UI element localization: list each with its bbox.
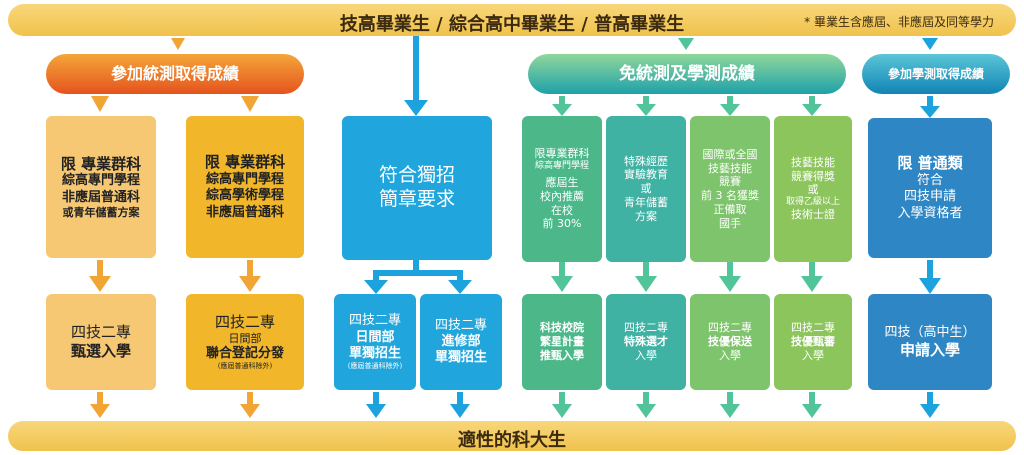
condition-5-line-3: 或 xyxy=(640,182,652,196)
top-banner-note: * 畢業生含應屆、非應屆及同等學力 xyxy=(804,15,994,29)
admission-6-line-1: 四技二專 xyxy=(708,321,752,335)
condition-box-7: 技藝技能 競賽得獎 或 取得乙級以上 技術士證 xyxy=(774,116,852,262)
condition-box-4: 限專業群科 綜高專門學程 應屆生 校內推薦 在校 前 30% xyxy=(522,116,602,262)
admission-8-line-2: 申請入學 xyxy=(899,340,960,359)
condition-box-3: 符合獨招 簡章要求 xyxy=(342,116,492,260)
header-exempt: 免統測及學測成績 xyxy=(528,54,846,94)
admission-3b-line-3: 單獨招生 xyxy=(434,350,487,366)
bottom-banner: 適性的科大生 xyxy=(8,421,1016,451)
admission-3b-line-2: 進修部 xyxy=(441,333,481,349)
condition-6-line-2: 技藝技能 xyxy=(708,161,752,175)
condition-8-line-2: 符合 xyxy=(916,173,943,188)
condition-3-line-2: 簡章要求 xyxy=(378,188,455,210)
condition-box-6: 國際或全國 技藝技能 競賽 前 3 名獲獎 正備取 國手 xyxy=(690,116,770,262)
condition-4-line-6: 前 30% xyxy=(542,217,582,231)
admission-box-2: 四技二專 日間部 聯合登記分發 (應屆普通科除外) xyxy=(186,294,304,390)
condition-6-line-4: 前 3 名獲獎 xyxy=(701,189,759,202)
condition-box-2: 限 專業群科 綜高專門學程 綜高學術學程 非應屆普通科 xyxy=(186,116,304,258)
condition-8-line-1: 限 普通類 xyxy=(897,154,963,173)
condition-6-line-1: 國際或全國 xyxy=(702,147,758,161)
admission-5-line-3: 入學 xyxy=(635,348,657,362)
condition-2-line-2: 綜高專門學程 xyxy=(205,172,284,187)
admission-box-5: 四技二專 特殊選才 入學 xyxy=(606,294,686,390)
admission-3a-line-1: 四技二專 xyxy=(348,313,401,329)
admission-8-line-1: 四技（高中生） xyxy=(884,324,976,340)
condition-7-line-3: 或 xyxy=(807,183,819,197)
condition-6-line-5: 正備取 xyxy=(713,202,747,216)
condition-4-line-4: 校內推薦 xyxy=(540,189,584,203)
condition-7-line-2: 競賽得獎 xyxy=(791,169,835,183)
admission-1-line-1: 四技二專 xyxy=(70,323,131,342)
orange-arrows xyxy=(89,38,261,418)
admission-4-line-1: 科技校院 xyxy=(540,321,584,335)
admission-5-line-1: 四技二專 xyxy=(624,321,668,335)
admission-box-3a: 四技二專 日間部 單獨招生 (應屆普通科除外) xyxy=(334,294,416,390)
condition-box-8: 限 普通類 符合 四技申請 入學資格者 xyxy=(868,118,992,258)
condition-5-line-5: 方案 xyxy=(635,209,657,223)
bottom-banner-title: 適性的科大生 xyxy=(458,430,566,451)
admission-3a-line-3: 單獨招生 xyxy=(348,345,401,361)
condition-7-line-5: 技術士證 xyxy=(791,208,835,222)
green-arrows xyxy=(551,38,823,418)
blue-arrows xyxy=(364,36,941,418)
condition-1-line-3: 非應屆普通科 xyxy=(61,189,140,205)
top-banner-title: 技高畢業生 / 綜合高中畢業生 / 普高畢業生 xyxy=(339,14,685,35)
admission-3a-line-2: 日間部 xyxy=(355,329,395,345)
admission-4-line-2: 繁星計畫 xyxy=(540,335,584,349)
admission-1-line-2: 甄選入學 xyxy=(70,342,131,360)
condition-box-1: 限 專業群科 綜高專門學程 非應屆普通科 或青年儲蓄方案 xyxy=(46,116,156,258)
condition-4-line-5: 在校 xyxy=(551,203,573,217)
condition-4-line-3: 應屆生 xyxy=(545,176,579,189)
admission-4-line-3: 推甄入學 xyxy=(540,348,584,362)
admission-2-line-2: 日間部 xyxy=(228,332,262,345)
admission-2-line-4: (應屆普通科除外) xyxy=(217,362,273,370)
condition-5-line-2: 實驗教育 xyxy=(624,168,668,182)
condition-6-line-3: 競賽 xyxy=(719,175,741,189)
admission-3b-line-1: 四技二專 xyxy=(434,317,487,333)
condition-7-line-1: 技藝技能 xyxy=(791,155,835,169)
top-banner: 技高畢業生 / 綜合高中畢業生 / 普高畢業生 * 畢業生含應屆、非應屆及同等學… xyxy=(8,4,1016,36)
condition-8-line-4: 入學資格者 xyxy=(897,205,963,221)
condition-2-line-3: 綜高學術學程 xyxy=(205,188,284,204)
condition-1-line-1: 限 專業群科 xyxy=(60,154,142,173)
condition-4-line-2: 綜高專門學程 xyxy=(534,160,589,171)
condition-box-5: 特殊經歷 實驗教育 或 青年儲蓄 方案 xyxy=(606,116,686,262)
condition-2-line-4: 非應屆普通科 xyxy=(205,204,284,220)
condition-1-line-2: 綜高專門學程 xyxy=(61,173,140,189)
admission-box-4: 科技校院 繁星計畫 推甄入學 xyxy=(522,294,602,390)
condition-4-line-1: 限專業群科 xyxy=(534,147,590,160)
admission-2-line-1: 四技二專 xyxy=(214,313,275,332)
condition-6-line-6: 國手 xyxy=(719,216,741,230)
header-gsat-scores: 參加學測取得成績 xyxy=(862,54,1010,94)
admission-7-line-2: 技優甄審 xyxy=(791,335,835,349)
admission-6-line-2: 技優保送 xyxy=(708,335,752,349)
condition-5-line-4: 青年儲蓄 xyxy=(624,195,668,209)
header-exam-scores: 參加統測取得成績 xyxy=(46,54,304,94)
admission-7-line-1: 四技二專 xyxy=(791,321,835,335)
admission-7-line-3: 入學 xyxy=(802,348,824,362)
admission-2-line-3: 聯合登記分發 xyxy=(205,345,284,361)
admission-5-line-2: 特殊選才 xyxy=(624,335,668,349)
admission-box-6: 四技二專 技優保送 入學 xyxy=(690,294,770,390)
condition-1-line-4: 或青年儲蓄方案 xyxy=(62,205,140,219)
admission-box-7: 四技二專 技優甄審 入學 xyxy=(774,294,852,390)
admission-box-3b: 四技二專 進修部 單獨招生 xyxy=(420,294,502,390)
admission-box-1: 四技二專 甄選入學 xyxy=(46,294,156,390)
condition-5-line-1: 特殊經歷 xyxy=(624,154,668,168)
admission-3a-line-4: (應屆普通科除外) xyxy=(347,362,403,370)
condition-8-line-3: 四技申請 xyxy=(903,189,956,205)
admission-6-line-3: 入學 xyxy=(719,348,741,362)
condition-7-line-4: 取得乙級以上 xyxy=(785,197,840,208)
admission-box-8: 四技（高中生） 申請入學 xyxy=(868,294,992,390)
condition-3-line-1: 符合獨招 xyxy=(378,164,455,187)
condition-2-line-1: 限 專業群科 xyxy=(204,153,286,172)
